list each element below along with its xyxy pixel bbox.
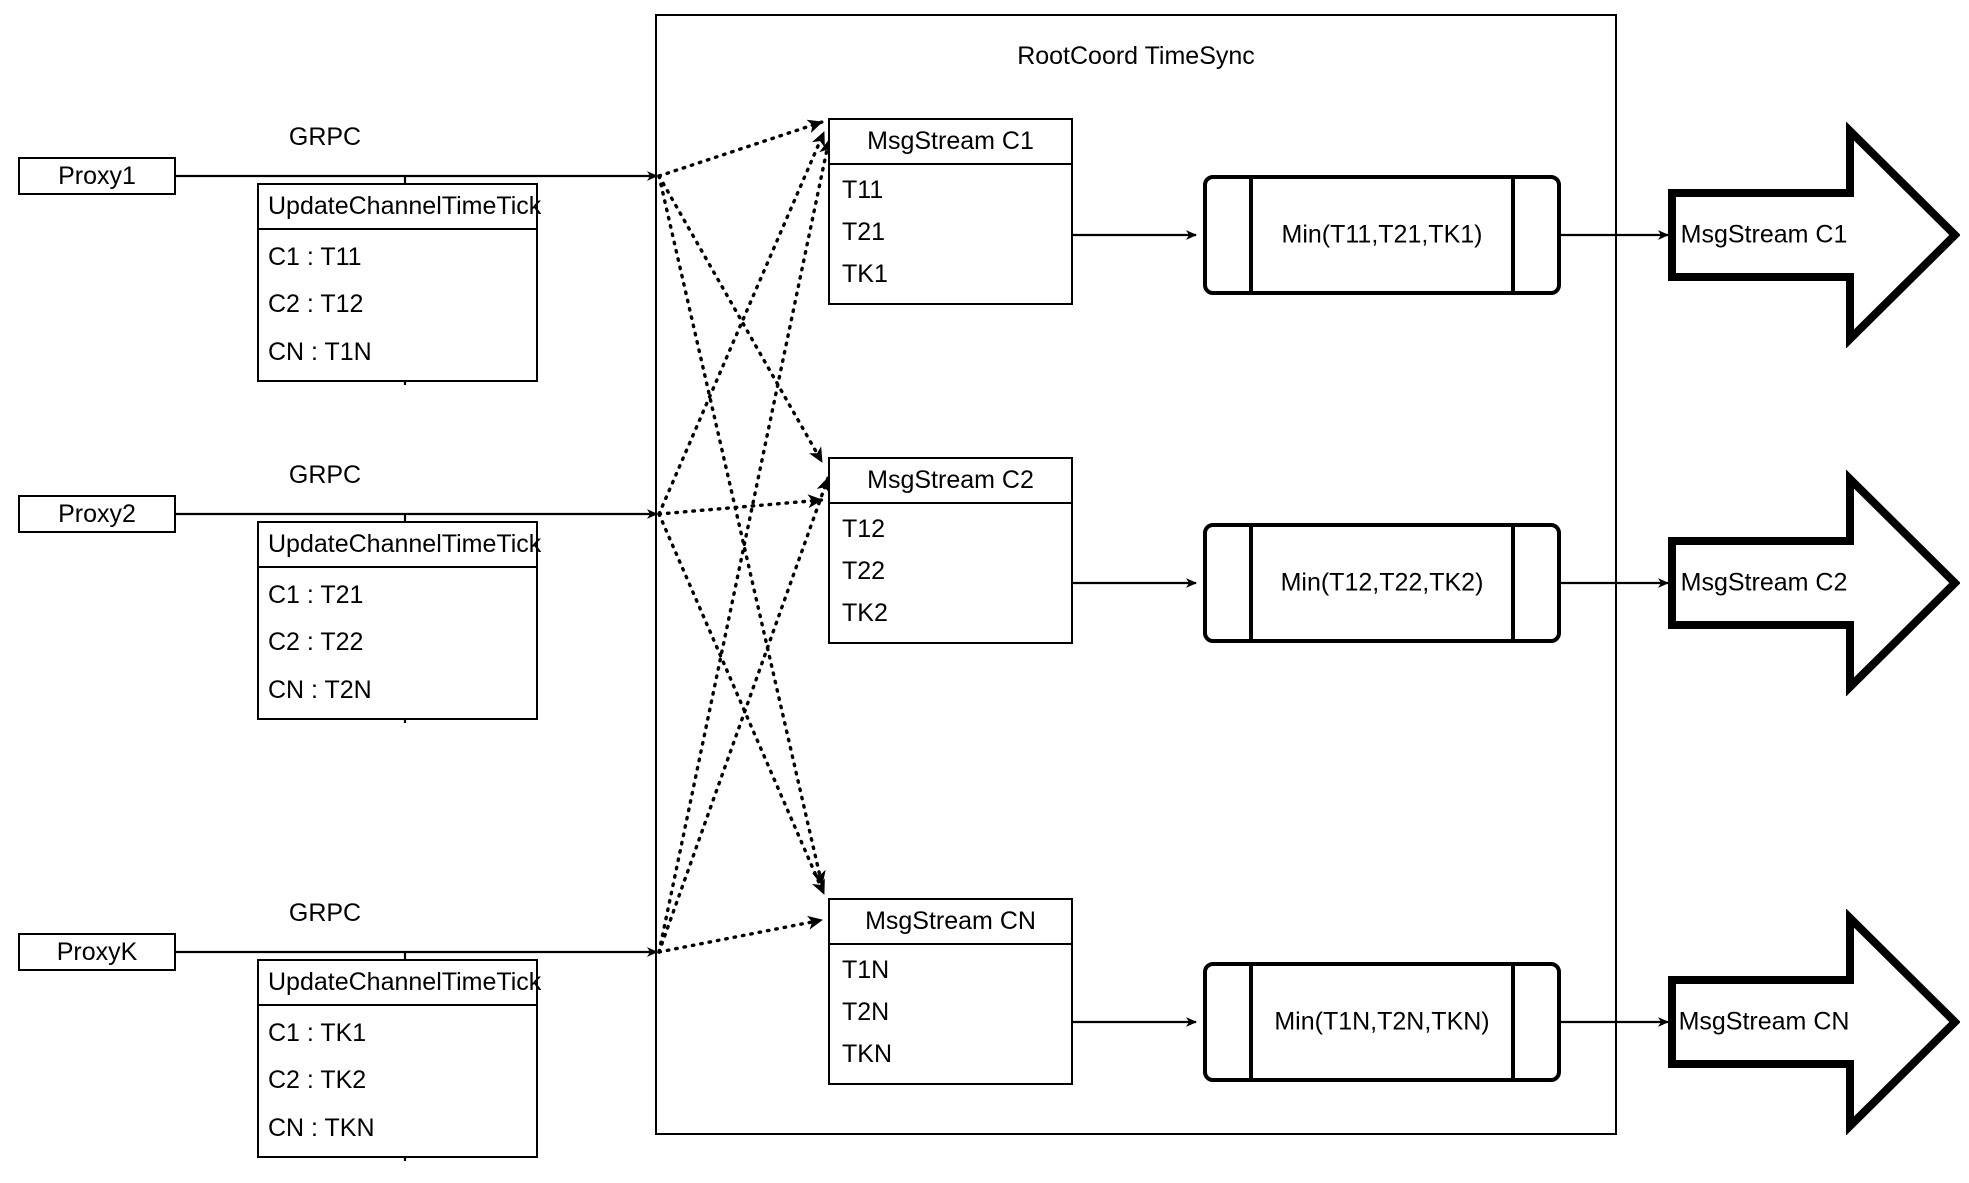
uctt-title-2: UpdateChannelTimeTick bbox=[259, 523, 541, 568]
uctt-body-1: C1 : T11 C2 : T12 CN : T1N bbox=[259, 230, 536, 380]
uctt-row: CN : T1N bbox=[268, 337, 372, 366]
min-process-box-3: Min(T1N,T2N,TKN) bbox=[1203, 962, 1561, 1082]
rootcoord-timesync-container bbox=[655, 14, 1617, 1135]
msgstream-table-1: MsgStream C1 T11 T21 TK1 bbox=[828, 118, 1073, 305]
msgstream-table-2: MsgStream C2 T12 T22 TK2 bbox=[828, 457, 1073, 644]
output-arrow-label-2: MsgStream C2 bbox=[1680, 568, 1848, 597]
output-arrow-label-3: MsgStream CN bbox=[1678, 1007, 1850, 1036]
uctt-row: C2 : T12 bbox=[268, 290, 364, 319]
output-block-arrow-2: MsgStream C2 bbox=[1668, 470, 1960, 696]
output-block-arrow-1: MsgStream C1 bbox=[1668, 122, 1960, 348]
msgstream-body-1: T11 T21 TK1 bbox=[830, 165, 1071, 303]
process-bar-right bbox=[1511, 179, 1515, 291]
msgstream-value: T1N bbox=[842, 956, 890, 985]
msgstream-value: TKN bbox=[842, 1039, 892, 1068]
msgstream-body-3: T1N T2N TKN bbox=[830, 945, 1071, 1083]
grpc-label-3: GRPC bbox=[288, 899, 362, 927]
process-bar-right bbox=[1511, 527, 1515, 639]
update-channel-timetick-table-2: UpdateChannelTimeTick C1 : T21 C2 : T22 … bbox=[257, 521, 541, 720]
msgstream-value: T11 bbox=[842, 176, 884, 205]
uctt-row: C2 : T22 bbox=[268, 628, 364, 657]
msgstream-title-1: MsgStream C1 bbox=[830, 120, 1071, 165]
msgstream-value: TK1 bbox=[842, 259, 888, 288]
output-arrow-label-1: MsgStream C1 bbox=[1680, 220, 1848, 249]
min-process-box-1: Min(T11,T21,TK1) bbox=[1203, 175, 1561, 295]
grpc-label-2: GRPC bbox=[288, 461, 362, 489]
uctt-row: C1 : T11 bbox=[268, 243, 362, 272]
proxy-box-1[interactable]: Proxy1 bbox=[18, 157, 176, 195]
proxy-box-3[interactable]: ProxyK bbox=[18, 933, 176, 971]
uctt-title-3: UpdateChannelTimeTick bbox=[259, 961, 541, 1006]
uctt-body-2: C1 : T21 C2 : T22 CN : T2N bbox=[259, 568, 536, 718]
msgstream-value: T12 bbox=[842, 515, 886, 544]
msgstream-value: T22 bbox=[842, 556, 886, 585]
min-label-1: Min(T11,T21,TK1) bbox=[1281, 220, 1483, 249]
msgstream-body-2: T12 T22 TK2 bbox=[830, 504, 1071, 642]
msgstream-title-2: MsgStream C2 bbox=[830, 459, 1071, 504]
output-block-arrow-3: MsgStream CN bbox=[1668, 909, 1960, 1135]
uctt-title-1: UpdateChannelTimeTick bbox=[259, 185, 541, 230]
process-bar-left bbox=[1249, 527, 1253, 639]
process-bar-right bbox=[1511, 966, 1515, 1078]
process-bar-left bbox=[1249, 179, 1253, 291]
msgstream-value: T2N bbox=[842, 997, 890, 1026]
msgstream-table-3: MsgStream CN T1N T2N TKN bbox=[828, 898, 1073, 1085]
process-bar-left bbox=[1249, 966, 1253, 1078]
uctt-row: C1 : T21 bbox=[268, 581, 364, 610]
proxy-box-2[interactable]: Proxy2 bbox=[18, 495, 176, 533]
min-process-box-2: Min(T12,T22,TK2) bbox=[1203, 523, 1561, 643]
grpc-label-1: GRPC bbox=[288, 123, 362, 151]
min-label-2: Min(T12,T22,TK2) bbox=[1280, 568, 1484, 597]
msgstream-value: TK2 bbox=[842, 598, 888, 627]
uctt-body-3: C1 : TK1 C2 : TK2 CN : TKN bbox=[259, 1006, 536, 1156]
min-label-3: Min(T1N,T2N,TKN) bbox=[1274, 1007, 1490, 1036]
update-channel-timetick-table-1: UpdateChannelTimeTick C1 : T11 C2 : T12 … bbox=[257, 183, 541, 382]
update-channel-timetick-table-3: UpdateChannelTimeTick C1 : TK1 C2 : TK2 … bbox=[257, 959, 541, 1158]
uctt-row: C1 : TK1 bbox=[268, 1019, 367, 1048]
uctt-row: CN : T2N bbox=[268, 675, 372, 704]
rootcoord-timesync-title: RootCoord TimeSync bbox=[1017, 42, 1255, 70]
msgstream-value: T21 bbox=[842, 217, 886, 246]
msgstream-title-3: MsgStream CN bbox=[830, 900, 1071, 945]
uctt-row: CN : TKN bbox=[268, 1113, 375, 1142]
uctt-row: C2 : TK2 bbox=[268, 1066, 367, 1095]
